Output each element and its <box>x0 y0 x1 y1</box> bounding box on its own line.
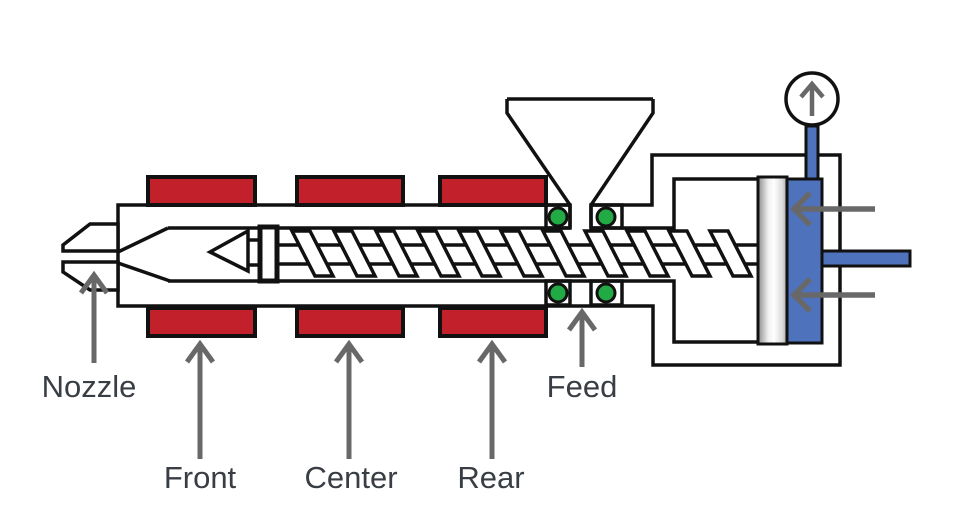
nozzle-upper-wedge <box>61 222 120 253</box>
screw-tip-cone <box>206 228 250 274</box>
screw-flight <box>707 229 754 278</box>
screw-flight <box>624 229 671 278</box>
heater-band-rear-top <box>438 175 548 207</box>
screw-flight <box>289 229 336 278</box>
screw-flight <box>331 229 378 278</box>
bore-inner-lines <box>168 177 758 344</box>
heater-band-front-bottom <box>146 306 257 338</box>
gauge-needle-up-arrow-icon <box>799 80 825 116</box>
label-center: Center <box>304 460 397 495</box>
nozzle-pointer-arrow-icon <box>78 270 110 363</box>
port-box-top-left <box>544 203 572 230</box>
bore-taper-lines <box>117 226 171 283</box>
screw-flight <box>373 229 420 278</box>
pressure-arrow-top-icon <box>790 191 875 227</box>
screw-flight <box>498 229 545 278</box>
heater-band-rear-bottom <box>438 306 548 338</box>
label-feed: Feed <box>547 369 618 404</box>
screw-flights <box>289 229 754 278</box>
feed-port-bottom-right <box>595 282 617 304</box>
hydraulic-piston <box>756 175 789 346</box>
screw-flight <box>456 229 503 278</box>
screw-collar <box>257 224 280 284</box>
gauge-stem <box>804 124 820 184</box>
feed-pointer-arrow-icon <box>566 307 598 367</box>
heater-band-center-top <box>295 175 405 207</box>
port-box-bottom-right <box>589 279 624 307</box>
screw-flight <box>415 229 462 278</box>
feed-port-top-left <box>547 206 569 228</box>
heater-band-center-bottom <box>295 306 405 338</box>
heater-band-front-top <box>146 175 257 207</box>
pressure-arrow-bottom-icon <box>790 277 875 313</box>
port-box-bottom-left <box>544 279 572 307</box>
front-pointer-arrow-icon <box>184 339 216 459</box>
feed-port-top-right <box>595 206 617 228</box>
barrel-housing-outline <box>116 153 842 367</box>
screw-flight <box>582 229 629 278</box>
center-pointer-arrow-icon <box>333 339 365 459</box>
rear-pointer-arrow-icon <box>476 339 508 459</box>
screw-flight <box>540 229 587 278</box>
hopper <box>505 97 655 228</box>
label-rear: Rear <box>457 460 524 495</box>
label-front: Front <box>164 460 237 495</box>
hydraulic-fluid <box>785 177 824 345</box>
feed-port-bottom-left <box>547 282 569 304</box>
label-nozzle: Nozzle <box>42 369 137 404</box>
screw-flight <box>666 229 713 278</box>
port-box-top-right <box>589 203 624 230</box>
hydraulic-rod <box>820 249 912 268</box>
